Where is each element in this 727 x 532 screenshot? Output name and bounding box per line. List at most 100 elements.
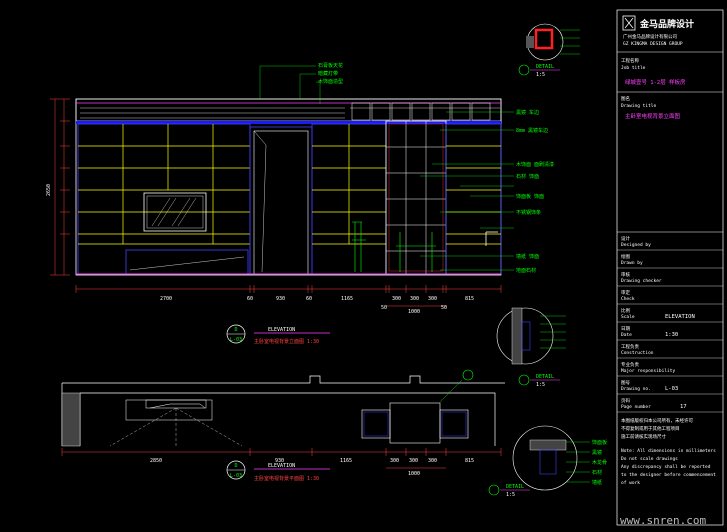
detail-callout-2: DETAIL 1:5 — [496, 307, 566, 388]
cabinet-line — [129, 256, 245, 271]
tb-row-6-label: 工程负责 — [621, 343, 639, 350]
annot-bottom-0: 饰面板 — [592, 439, 607, 446]
cornice-blue — [76, 121, 501, 124]
dim-bottom-4: 300 — [409, 458, 418, 464]
annot-bottom-4: 墙纸 — [592, 479, 602, 486]
elevation-top-caption: 主卧室电视背景立面图 1:30 — [254, 338, 319, 345]
annot-top-9: 墙纸 饰面 — [516, 253, 539, 260]
project-label: 工程名称 — [621, 57, 639, 64]
tb-row-9-value: 17 — [680, 404, 687, 410]
annot-top-8: 不锈钢饰条 — [516, 209, 541, 216]
right-wall-grid — [446, 145, 501, 245]
title-block: 金马品牌设计 广州金马品牌设计有限公司 GZ KINGMA DESIGN GRO… — [616, 9, 724, 526]
left-wall-panel — [77, 123, 251, 275]
bottom-plan: 2850 930 1165 300 300 300 815 1000 D L-0… — [61, 375, 505, 482]
tb-row-1-label: 绘图 — [621, 253, 630, 260]
detail-2-leaders — [540, 315, 566, 349]
drawing-value: 主卧室电视背景立面图 — [625, 112, 681, 120]
plan-wall-hatch — [61, 392, 81, 447]
tb-row-4-label: 比例 — [621, 307, 630, 314]
tb-note-3: Note: All dimensions in millimeters — [621, 448, 716, 454]
elevation-bottom-letter: D — [234, 463, 237, 469]
elevation-top-sheet: L-03 — [230, 337, 242, 343]
dim-bottom-5: 300 — [428, 458, 437, 464]
annot-top-0: 石膏板天花 — [318, 62, 343, 69]
plan-chair-b — [441, 411, 467, 437]
tb-note-5: Any discrepancy shall be reported — [621, 464, 711, 470]
ceiling-band — [75, 98, 502, 122]
leader-lines-top — [259, 65, 514, 271]
tv-reflection — [151, 197, 197, 227]
chair-right — [396, 232, 436, 272]
dim-top-8: 300 — [428, 296, 437, 302]
tb-row-0-label: 设计 — [621, 235, 630, 242]
tb-note-6: to the designer before commencement — [621, 472, 716, 478]
dim-top-3: 60 — [306, 296, 312, 302]
tb-note-0: 本图纸版权归本公司所有，未经许可 — [621, 417, 693, 424]
tb-row-6-label-en: Construction — [621, 350, 654, 356]
tb-note-7: of work — [621, 480, 640, 486]
ceiling-coffers — [351, 102, 491, 121]
tb-row-1-label-en: Drawn by — [621, 260, 643, 266]
dim-top-4: 1165 — [341, 296, 353, 302]
watermark: www.snren.com — [620, 514, 706, 527]
tb-row-8-label: 图号 — [621, 380, 630, 386]
annot-top-4: 8mm 黑镜车边 — [516, 127, 548, 134]
glass-cabinet-grid — [386, 121, 446, 274]
tb-row-3-label-en: Check — [621, 296, 635, 302]
elevation-bottom-sheet: L-03 — [230, 473, 242, 479]
title-block-notes: 本图纸版权归本公司所有，未经许可 不得复制或用于其他工程项目 施工前请核实现场尺… — [621, 417, 716, 486]
width-dim-lines — [75, 285, 502, 307]
door-swing-a — [253, 130, 267, 146]
tb-row-4-label-en: Scale — [621, 314, 635, 320]
tb-row-4-value: ELEVATION — [665, 314, 695, 320]
company-logo-mark — [624, 17, 634, 29]
tv-screen — [143, 192, 207, 232]
elevation-top-letter: D — [234, 327, 237, 333]
elevation-outline — [75, 98, 502, 276]
door-leaf — [253, 130, 309, 275]
title-block-rows: 设计 Designed by 绘图 Drawn by 审核 Drawing ch… — [617, 235, 723, 413]
height-dim-lines — [50, 98, 70, 276]
section-marker — [462, 369, 474, 381]
annot-top-5: 木饰面 面刷清漆 — [516, 161, 554, 168]
tv-cabinet — [125, 249, 249, 275]
tb-row-8-value: L-03 — [665, 386, 678, 392]
section-marker-leader — [439, 379, 463, 403]
tb-row-8-label-en: Drawing no. — [621, 386, 651, 392]
dim-top-7: 300 — [410, 296, 419, 302]
annot-top-2: 木饰面造型 — [318, 78, 343, 85]
door-frame — [249, 126, 313, 275]
tb-row-0-label-en: Designed by — [621, 242, 651, 248]
detail-scale-3: 1:5 — [506, 492, 515, 498]
plan-walls — [61, 375, 505, 446]
tb-row-9-label: 页码 — [621, 397, 630, 404]
drawing-label-en: Drawing title — [621, 103, 657, 109]
dim-bottom-6: 815 — [465, 458, 474, 464]
annot-bottom-3: 石材 — [592, 469, 602, 476]
right-wall-panel — [445, 123, 502, 275]
company-logo-icon — [622, 15, 636, 31]
tb-row-9-label-en: Page number — [621, 404, 651, 410]
annot-bottom-2: 木龙骨 — [592, 459, 607, 466]
dim-bottom-1: 930 — [275, 458, 284, 464]
height-total: 2650 — [46, 184, 52, 196]
dim-top-1: 60 — [247, 296, 253, 302]
detail-label-2: DETAIL — [536, 374, 554, 380]
dim-top-total: 1000 — [408, 309, 420, 315]
annot-top-6: 石材 饰面 — [516, 173, 539, 180]
dim-top-5: 50 — [381, 305, 387, 311]
detail-scale-1: 1:5 — [536, 72, 545, 78]
middle-wall-grid — [312, 124, 386, 245]
annot-top-10: 地面石材 — [516, 267, 536, 274]
detail-callout-3: DETAIL 1:5 — [488, 425, 590, 498]
tb-row-3-label: 审定 — [621, 289, 630, 296]
detail-scale-2: 1:5 — [536, 382, 545, 388]
dim-top-10: 815 — [465, 296, 474, 302]
chair-left — [352, 221, 366, 272]
dim-bottom-2: 1165 — [340, 458, 352, 464]
dim-top-0: 2700 — [160, 296, 172, 302]
plan-furniture — [361, 402, 469, 444]
